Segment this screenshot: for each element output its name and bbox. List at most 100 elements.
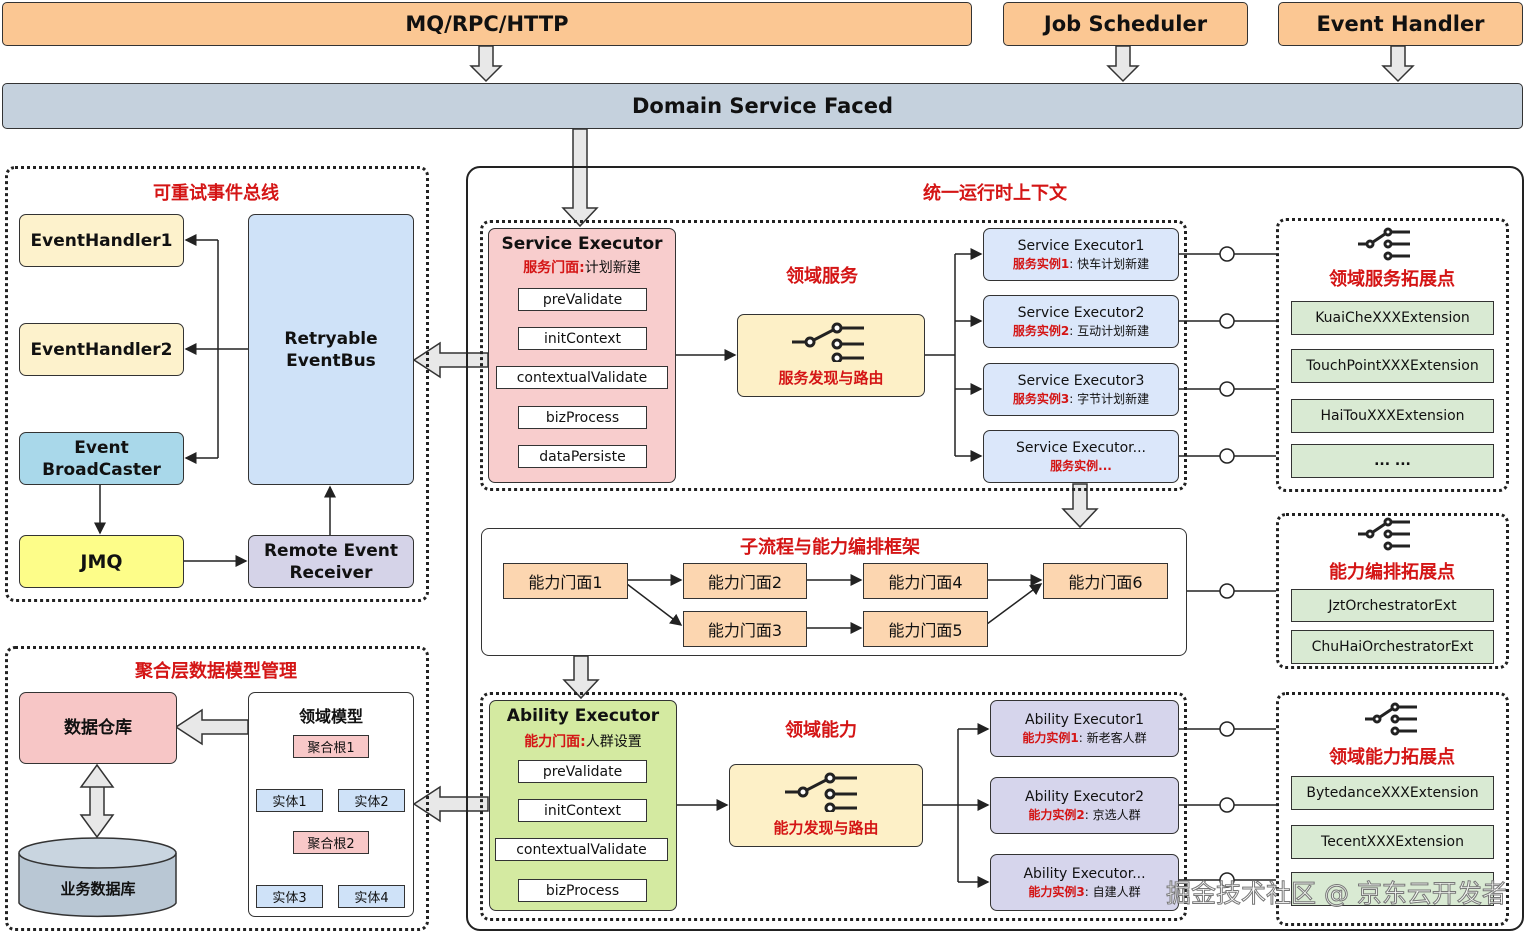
label: 实体3 — [272, 891, 307, 906]
retry-bus-title: 可重试事件总线 — [153, 183, 279, 204]
step-prevalidate: preValidate — [518, 760, 647, 783]
label: bizProcess — [545, 409, 620, 426]
database-cylinder — [18, 837, 177, 918]
jmq: JMQ — [19, 535, 184, 588]
instance: 能力实例2 — [1028, 807, 1085, 822]
extension-item: BytedanceXXXExtension — [1291, 776, 1494, 810]
label: ChuHaiOrchestratorExt — [1311, 639, 1474, 655]
extension-item: TouchPointXXXExtension — [1291, 349, 1494, 383]
label: 能力门面6 — [1068, 573, 1143, 592]
switch-icon — [785, 772, 857, 812]
name: Service Executor3 — [1017, 372, 1145, 389]
event-broadcaster: Event BroadCaster — [19, 432, 184, 485]
desc: : 互动计划新建 — [1069, 323, 1150, 338]
desc: : 京选人群 — [1084, 807, 1141, 822]
retryable-eventbus: Retryable EventBus — [248, 214, 414, 485]
job-scheduler-bar: Job Scheduler — [1003, 2, 1248, 46]
runtime-title: 统一运行时上下文 — [923, 183, 1067, 204]
runtime-context-panel — [466, 166, 1524, 931]
instance: 服务实例3 — [1012, 391, 1070, 406]
switch-icon — [1358, 517, 1410, 551]
label: 实体1 — [272, 795, 307, 810]
service-executor-title: Service Executor — [501, 234, 663, 254]
ability-extension-panel — [1276, 692, 1509, 926]
instance: 服务实例1 — [1012, 256, 1070, 271]
ability-facade-3: 能力门面3 — [683, 611, 807, 647]
label: initContext — [544, 802, 621, 819]
label: JMQ — [80, 550, 123, 573]
instance: 服务实例2 — [1012, 323, 1070, 338]
domain-model-title: 领域模型 — [298, 707, 363, 726]
extension-item: HaiTouXXXExtension — [1291, 399, 1494, 433]
label: dataPersiste — [539, 448, 626, 465]
entity3: 实体3 — [256, 885, 323, 908]
orchestration-extension-title: 能力编排拓展点 — [1329, 562, 1455, 583]
step-bizprocess: bizProcess — [518, 406, 647, 429]
desc: : 快车计划新建 — [1069, 256, 1150, 271]
aggregate-root2: 聚合根2 — [293, 831, 369, 854]
label: Event BroadCaster — [42, 437, 161, 480]
aggregate-root1: 聚合根1 — [293, 735, 369, 758]
label: MQ/RPC/HTTP — [405, 12, 569, 36]
label: 能力门面1 — [528, 573, 603, 592]
ability-facade-1: 能力门面1 — [503, 563, 628, 599]
domain-ability-label: 领域能力 — [785, 720, 857, 741]
label: 服务发现与路由 — [778, 369, 884, 387]
router-branch-line — [924, 254, 956, 456]
domain-service-label: 领域服务 — [786, 266, 858, 287]
step-bizprocess: bizProcess — [518, 879, 647, 902]
hollow-arrow-double — [79, 763, 115, 839]
name: Ability Executor... — [1023, 865, 1146, 882]
label: Domain Service Faced — [632, 94, 893, 118]
switch-icon — [1358, 227, 1410, 261]
event-handler2: EventHandler2 — [19, 323, 184, 376]
label: HaiTouXXXExtension — [1320, 408, 1465, 424]
ability-facade-4: 能力门面4 — [863, 563, 988, 599]
orchestration-title: 子流程与能力编排框架 — [740, 537, 920, 558]
label: bizProcess — [545, 882, 620, 899]
desc: : 自建人群 — [1084, 884, 1141, 899]
hollow-arrow-down — [1381, 45, 1415, 83]
ability-executor-title: Ability Executor — [506, 706, 660, 726]
label: TouchPointXXXExtension — [1306, 358, 1479, 374]
ability-facade: 能力门面:人群设置 — [524, 731, 642, 751]
step-contextualvalidate: contextualValidate — [496, 366, 668, 389]
service-executor: Service Executor 服务门面:计划新建 — [488, 228, 676, 483]
ability-extension-title: 领域能力拓展点 — [1329, 747, 1455, 768]
label: preValidate — [542, 763, 623, 780]
instance: 能力实例1 — [1022, 730, 1079, 745]
label: 能力门面5 — [888, 621, 963, 640]
label: 能力门面4 — [888, 573, 963, 592]
switch-icon — [792, 322, 864, 362]
label: EventHandler2 — [30, 339, 173, 360]
entity1: 实体1 — [256, 789, 323, 812]
event-handler1: EventHandler1 — [19, 214, 184, 267]
retry-bus-panel — [5, 166, 429, 602]
interface-circles — [1219, 246, 1235, 888]
step-initcontext: initContext — [518, 799, 647, 822]
label: contextualValidate — [516, 841, 647, 858]
label: TecentXXXExtension — [1321, 834, 1464, 850]
label: initContext — [544, 330, 621, 347]
extension-item: ChuHaiOrchestratorExt — [1291, 630, 1494, 664]
instance: 能力实例3 — [1028, 884, 1085, 899]
label: Retryable EventBus — [284, 328, 378, 371]
label: 能力发现与路由 — [773, 819, 879, 837]
instance: 服务实例... — [1050, 458, 1112, 473]
name: Service Executor1 — [1017, 237, 1145, 254]
label: 能力门面2 — [707, 573, 783, 592]
service-extension-title: 领域服务拓展点 — [1329, 269, 1455, 290]
step-initcontext: initContext — [518, 327, 647, 350]
ability-executor: Ability Executor 能力门面:人群设置 — [489, 700, 677, 911]
service-facade: 服务门面:计划新建 — [523, 257, 641, 277]
extension-item: TecentXXXExtension — [1291, 825, 1494, 859]
service-executor-more: Service Executor...服务实例... — [983, 430, 1179, 483]
facade-value: 计划新建 — [584, 260, 641, 276]
label: ... ... — [1374, 453, 1411, 469]
extension-item: ... ... — [1291, 444, 1494, 478]
label: 实体4 — [354, 891, 389, 906]
domain-service-faced-bar: Domain Service Faced — [2, 83, 1523, 129]
